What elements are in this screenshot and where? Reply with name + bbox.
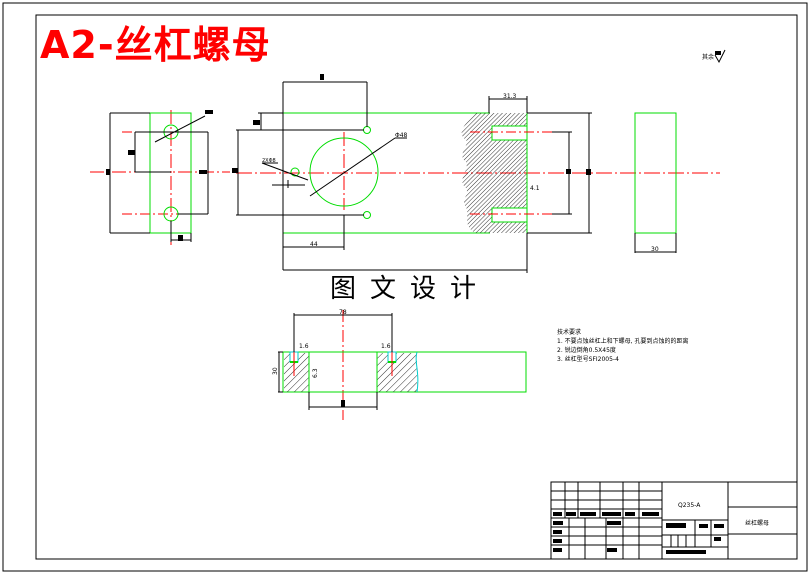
- hole: [363, 211, 371, 219]
- technical-requirements: 技术要求 1. 不要点蚀丝杠上和下螺母, 孔要到点蚀的的距离 2. 锐边倒角0.…: [557, 328, 688, 364]
- dim-right-width: 30: [651, 246, 659, 253]
- dim-section-width: 78: [339, 309, 347, 316]
- tech-item: 1. 不要点蚀丝杠上和下螺母, 孔要到点蚀的的距离: [557, 338, 689, 345]
- tech-heading: 技术要求: [557, 329, 582, 336]
- right-view: 30: [634, 112, 677, 253]
- inner-border: [35, 14, 798, 560]
- dim-offset: 44: [310, 241, 318, 248]
- dim-small-hole: 2XΦ8: [262, 158, 276, 164]
- drawing-title: A2-丝杠螺母: [40, 23, 271, 67]
- roughness-symbol-icon: [714, 49, 726, 64]
- dim-section-height: 30: [272, 367, 279, 375]
- tech-item: 2. 锐边倒角0.5X45度: [557, 347, 616, 354]
- title-block-part-name: 丝杠螺母: [745, 520, 770, 527]
- small-hole: [290, 167, 300, 177]
- bore: [309, 137, 379, 207]
- title-block-material: Q235-A: [678, 502, 701, 509]
- watermark: 图文设计: [330, 274, 491, 304]
- svg-text:4.1: 4.1: [530, 185, 540, 192]
- hole: [363, 126, 371, 134]
- left-view: [90, 110, 230, 245]
- roughness-note: 其余: [702, 54, 715, 61]
- roughness-left: 6.3: [312, 368, 319, 378]
- dim-hole-dia: Φ48: [395, 132, 408, 139]
- dim-thread-depth: 31.3: [503, 93, 517, 100]
- thread-symbol-right: 1.6: [381, 343, 391, 350]
- title-block: [550, 481, 798, 560]
- front-view: Φ48 2XΦ8 44 31.3: [232, 74, 720, 273]
- thread-section: [461, 113, 527, 233]
- right-view-body: [634, 112, 677, 234]
- section-view: 78 30 1.6 1.6 6.3: [272, 309, 527, 420]
- tech-item: 3. 丝杠型号SFI2005-4: [557, 356, 619, 363]
- thread-symbol-left: 1.6: [299, 343, 309, 350]
